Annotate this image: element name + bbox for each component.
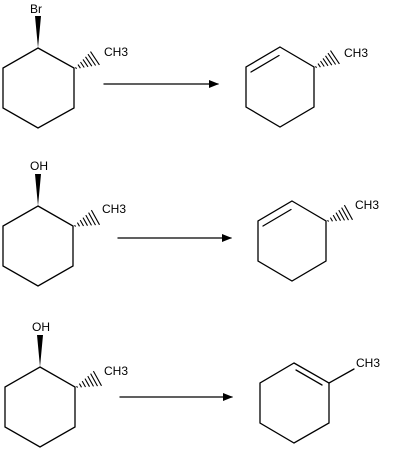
methyl-label: CH3 xyxy=(355,198,379,212)
bromine-label: Br xyxy=(30,2,42,16)
reaction-3: OH CH3 CH3 xyxy=(4,320,380,448)
methyl-bond xyxy=(328,368,355,384)
cyclohexene-ring xyxy=(245,46,315,128)
wedge-bond-oh xyxy=(37,335,43,367)
double-bond-line xyxy=(295,369,323,386)
hashed-bond-ch3 xyxy=(76,370,102,388)
double-bond-line xyxy=(262,208,292,227)
methyl-label: CH3 xyxy=(104,364,128,378)
hydroxyl-label: OH xyxy=(30,159,48,173)
methyl-label: CH3 xyxy=(344,46,368,60)
wedge-bond-br xyxy=(35,16,41,48)
wedge-bond-oh xyxy=(35,174,41,206)
reaction-1-reactant: Br CH3 xyxy=(2,2,128,129)
hydroxyl-label: OH xyxy=(32,320,50,334)
reaction-1: Br CH3 xyxy=(2,2,368,129)
cyclohexene-ring xyxy=(257,200,327,282)
reaction-2-product: CH3 xyxy=(257,198,379,282)
methyl-label: CH3 xyxy=(102,202,126,216)
reaction-2-reactant: OH CH3 xyxy=(2,159,126,287)
cyclohexane-ring xyxy=(2,47,75,129)
hashed-bond-ch3 xyxy=(315,50,340,69)
cyclohexene-ring xyxy=(259,362,330,444)
reaction-2: OH CH3 xyxy=(2,159,379,287)
reaction-3-reactant: OH CH3 xyxy=(4,320,128,448)
cyclohexane-ring xyxy=(2,205,74,287)
methyl-label: CH3 xyxy=(356,356,380,370)
methyl-label: CH3 xyxy=(104,45,128,59)
hashed-bond-ch3 xyxy=(327,204,353,222)
reaction-3-product: CH3 xyxy=(259,356,380,444)
cyclohexane-ring xyxy=(4,366,76,448)
hashed-bond-ch3 xyxy=(75,51,100,70)
double-bond-line xyxy=(250,54,280,73)
reaction-1-product: CH3 xyxy=(245,46,368,128)
hashed-bond-ch3 xyxy=(74,209,100,227)
